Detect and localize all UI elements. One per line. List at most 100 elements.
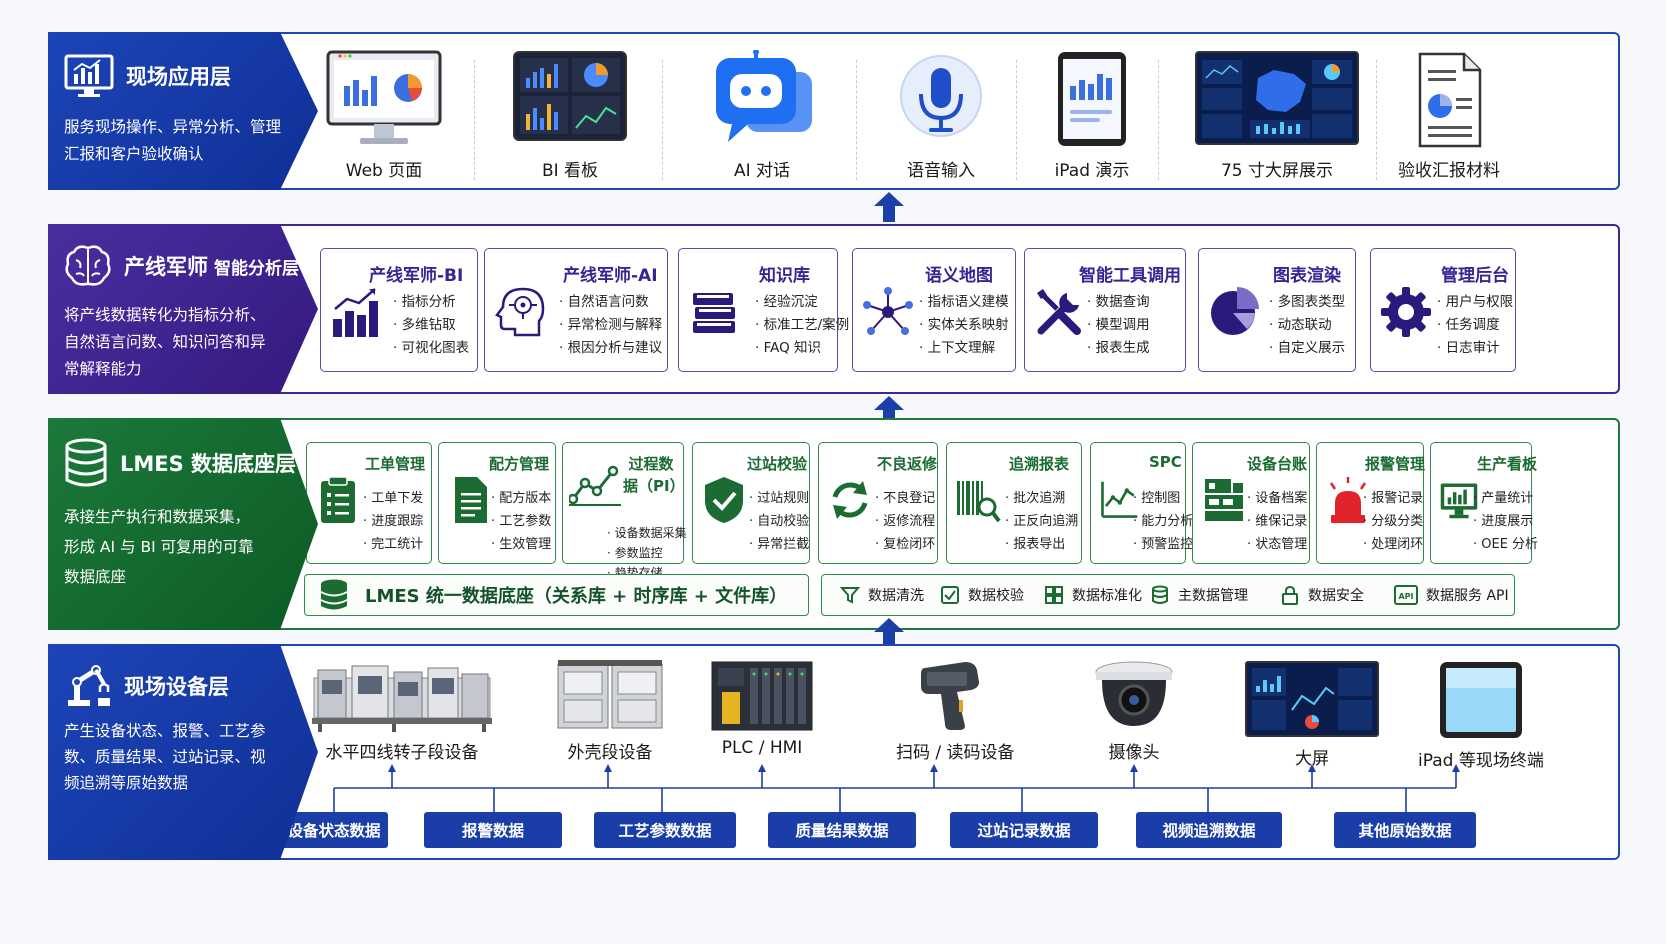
lmes-database-bar: LMES 统一数据底座（关系库 + 时序库 + 文件库）	[304, 574, 809, 616]
app-item-ipad[interactable]: iPad 演示	[1052, 50, 1132, 181]
device-label: 摄像头	[1108, 743, 1160, 763]
service-data-api[interactable]: API 数据服务 API	[1394, 575, 1509, 615]
app-item-bi[interactable]: BI 看板	[512, 50, 628, 181]
service-label: 数据清洗	[868, 588, 924, 604]
lmes-database-label: LMES 统一数据底座（关系库 + 时序库 + 文件库）	[365, 586, 788, 607]
recipe-document-icon	[455, 477, 487, 523]
database-icon	[1152, 585, 1168, 604]
app-layer: Web 页面 BI 看板	[48, 32, 1620, 190]
app-item-ai-chat[interactable]: AI 对话	[710, 50, 814, 181]
ai-card-item: 指标分析	[393, 291, 469, 314]
module-item: 参数监控	[607, 543, 687, 563]
data-type-quality-results: 质量结果数据	[768, 812, 916, 848]
module-title: 不良返修	[877, 455, 938, 473]
ai-card-item: 指标语义建模	[919, 291, 1009, 314]
data-layer: 工单管理 工单下发 进度跟踪 完工统计 配方管理 配方版本 工艺参数 生效管理	[48, 418, 1620, 630]
ai-card-item: 实体关系映射	[919, 314, 1009, 337]
ai-layer-label: 产线军师 智能分析层 将产线数据转化为指标分析、自然语言问数、知识问答和异常解释…	[48, 224, 318, 394]
app-item-label: 语音输入	[907, 161, 975, 181]
ai-layer-panel: 产线军师-BI 指标分析 多维钻取 可视化图表 产线军师-AI 自然语言问数 异…	[270, 224, 1620, 394]
module-title: 设备台账	[1247, 455, 1308, 473]
module-trace-report[interactable]: 追溯报表 批次追溯 正反向追溯 报表导出	[946, 442, 1082, 564]
module-title: 追溯报表	[1009, 455, 1070, 473]
ai-card-semantic-map[interactable]: 语义地图 指标语义建模 实体关系映射 上下文理解	[852, 248, 1016, 372]
ai-card-knowledge[interactable]: 知识库 经验沉淀 标准工艺/案例 FAQ 知识	[678, 248, 849, 372]
data-type-equipment-status: 设备状态数据	[280, 812, 388, 848]
ai-card-tools[interactable]: 智能工具调用 数据查询 模型调用 报表生成	[1024, 248, 1186, 372]
ai-card-title: 知识库	[759, 266, 810, 286]
module-production-board[interactable]: 生产看板 产量统计 进度展示 OEE 分析	[1430, 442, 1538, 564]
device-big-screen[interactable]: 大屏	[1244, 660, 1380, 769]
module-item: 进度跟踪	[363, 510, 423, 533]
module-item: 设备数据采集	[607, 523, 687, 543]
module-station-check[interactable]: 过站校验 过站规则 自动校验 异常拦截	[692, 442, 810, 564]
svg-text:API: API	[1398, 592, 1413, 601]
network-graph-icon	[863, 287, 913, 335]
service-label: 数据安全	[1308, 588, 1364, 604]
device-rotor-line[interactable]: 水平四线转子段设备	[312, 660, 492, 763]
service-label: 数据标准化	[1072, 588, 1142, 604]
robot-arm-icon	[68, 665, 110, 706]
app-item-voice[interactable]: 语音输入	[896, 50, 986, 181]
web-monitor-icon	[326, 50, 442, 144]
ai-card-title: 智能工具调用	[1079, 266, 1181, 286]
ai-card-ai[interactable]: 产线军师-AI 自然语言问数 异常检测与解释 根因分析与建议	[484, 248, 668, 372]
filter-icon	[840, 587, 860, 604]
ai-card-item: 日志审计	[1437, 337, 1513, 360]
service-data-validation[interactable]: 数据校验	[940, 575, 1024, 615]
alarm-light-icon	[1329, 477, 1367, 523]
module-work-order[interactable]: 工单管理 工单下发 进度跟踪 完工统计	[306, 442, 432, 564]
device-camera[interactable]: 摄像头	[1092, 660, 1176, 763]
app-item-label: BI 看板	[541, 161, 599, 181]
module-defect-repair[interactable]: 不良返修 不良登记 返修流程 复检闭环	[818, 442, 938, 564]
module-equipment-ledger[interactable]: 设备台账 设备档案 维保记录 状态管理	[1192, 442, 1310, 564]
lock-icon	[1282, 585, 1298, 605]
analytics-monitor-icon	[64, 54, 114, 97]
device-layer-desc: 产生设备状态、报警、工艺参数、质量结果、过站记录、视频追溯等原始数据	[64, 722, 266, 792]
service-master-data[interactable]: 主数据管理	[1150, 575, 1248, 615]
module-process-data[interactable]: 过程数据（PI） 设备数据采集 参数监控 趋势存储	[562, 442, 687, 580]
cabinet-machine-icon	[557, 660, 663, 729]
pie-chart-icon	[1211, 287, 1259, 335]
ai-chat-robot-icon	[716, 50, 812, 142]
api-icon: API	[1394, 585, 1418, 605]
data-type-video-trace: 视频追溯数据	[1136, 812, 1282, 848]
module-recipe[interactable]: 配方管理 配方版本 工艺参数 生效管理	[438, 442, 556, 564]
ai-card-item: 多维钻取	[393, 314, 469, 337]
big-screen-map-icon	[1195, 51, 1359, 145]
report-document-icon	[1418, 52, 1482, 148]
device-shell[interactable]: 外壳段设备	[556, 660, 664, 763]
device-scanner[interactable]: 扫码 / 读码设备	[896, 660, 1015, 763]
device-label: 外壳段设备	[567, 743, 653, 763]
dome-camera-icon	[1095, 661, 1173, 726]
ai-card-item: 报表生成	[1087, 337, 1150, 360]
module-item: 配方版本	[491, 487, 551, 510]
barcode-search-icon	[957, 481, 1001, 523]
device-plc-hmi[interactable]: PLC / HMI	[710, 660, 814, 758]
module-item: 控制图	[1133, 487, 1193, 510]
module-item: 设备档案	[1247, 487, 1307, 510]
device-field-terminal[interactable]: iPad 等现场终端	[1418, 660, 1544, 771]
module-alarm[interactable]: 报警管理 报警记录 分级分类 处理闭环	[1316, 442, 1425, 564]
module-item: 异常拦截	[749, 533, 809, 556]
ai-card-bi[interactable]: 产线军师-BI 指标分析 多维钻取 可视化图表	[320, 248, 478, 372]
service-data-security[interactable]: 数据安全	[1280, 575, 1364, 615]
service-label: 数据校验	[968, 588, 1024, 604]
ai-card-title: 产线军师-BI	[369, 266, 464, 286]
app-item-report[interactable]: 验收汇报材料	[1398, 50, 1500, 181]
check-box-icon	[941, 586, 959, 604]
device-layer-panel: 水平四线转子段设备 外壳段设备 PLC / HMI	[270, 644, 1620, 860]
app-layer-panel: Web 页面 BI 看板	[270, 32, 1620, 190]
module-spc[interactable]: SPC 控制图 能力分析 预警监控	[1090, 442, 1193, 564]
app-item-web[interactable]: Web 页面	[326, 50, 442, 181]
ai-card-chart-render[interactable]: 图表渲染 多图表类型 动态联动 自定义展示	[1198, 248, 1356, 372]
app-item-big-screen[interactable]: 75 寸大屏展示	[1194, 50, 1360, 181]
device-layer-title: 现场设备层	[124, 675, 229, 699]
ai-card-item: 经验沉淀	[755, 291, 849, 314]
ai-card-admin[interactable]: 管理后台 用户与权限 任务调度 日志审计	[1370, 248, 1516, 372]
service-data-cleaning[interactable]: 数据清洗	[840, 575, 924, 615]
app-item-label: iPad 演示	[1054, 161, 1130, 181]
module-item: 复检闭环	[875, 533, 935, 556]
module-item: OEE 分析	[1473, 533, 1538, 556]
service-data-standardize[interactable]: 数据标准化	[1044, 575, 1142, 615]
